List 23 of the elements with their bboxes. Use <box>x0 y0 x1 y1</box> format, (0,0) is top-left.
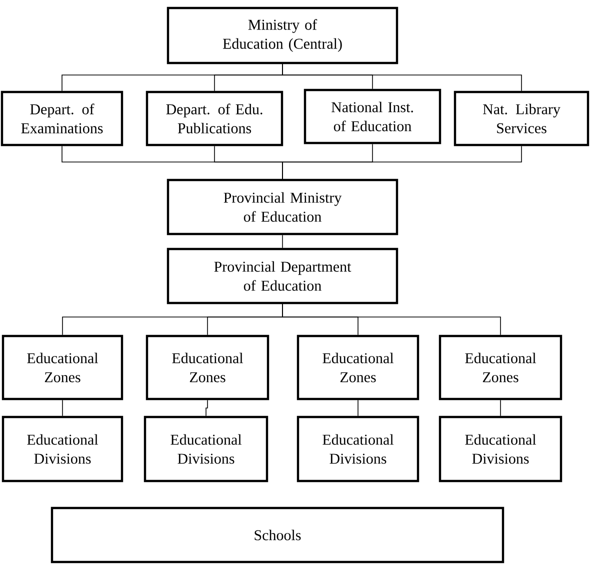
org-box: Depart. of Examinations <box>0 90 124 146</box>
connector-line <box>282 64 522 92</box>
connector-line <box>282 234 283 248</box>
connector-line <box>282 304 501 336</box>
connector-line <box>500 400 501 416</box>
org-box: Depart. of Edu. Publications <box>146 90 284 146</box>
connector-line <box>62 400 63 416</box>
org-box: Schools <box>50 506 504 564</box>
org-box: Educational Zones <box>296 334 420 400</box>
org-box: Educational Zones <box>2 334 124 400</box>
org-box: National Inst. of Education <box>304 88 442 144</box>
org-box: Educational Divisions <box>438 416 562 482</box>
org-box: Educational Zones <box>438 334 562 400</box>
org-box: Educational Divisions <box>144 416 268 482</box>
org-box: Ministry of Education (Central) <box>166 6 398 64</box>
org-box: Educational Divisions <box>2 416 124 482</box>
org-box: Educational Divisions <box>296 416 420 482</box>
org-box: Provincial Ministry of Education <box>166 178 398 236</box>
connector-line <box>206 400 208 416</box>
org-box: Nat. Library Services <box>454 90 590 146</box>
connector-line <box>282 146 522 180</box>
org-box: Educational Zones <box>146 334 270 400</box>
org-box: Provincial Department of Education <box>166 248 398 304</box>
